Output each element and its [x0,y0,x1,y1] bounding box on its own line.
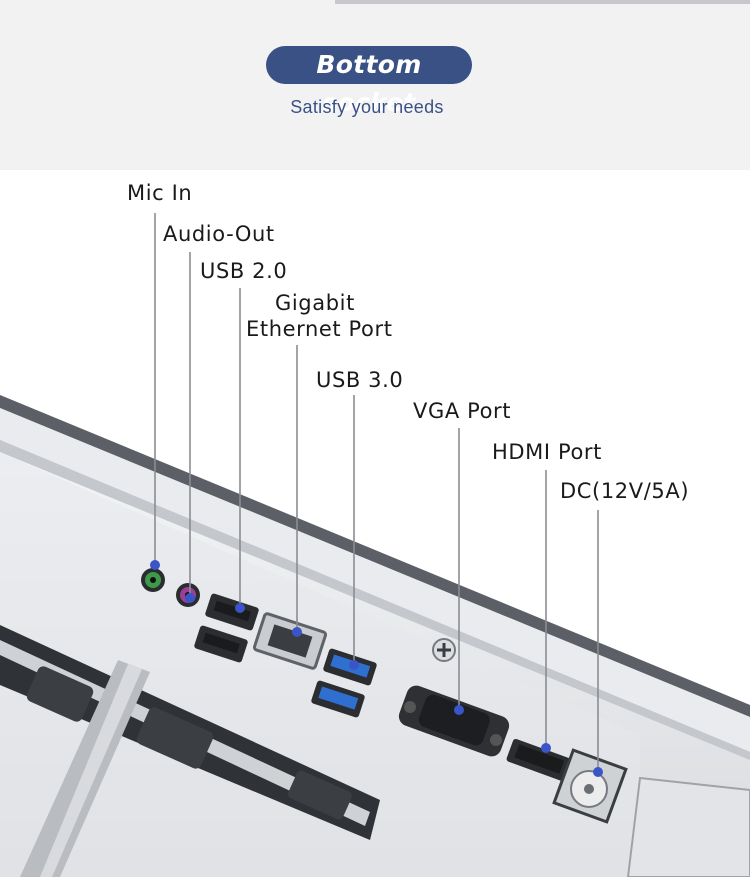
section-title-badge: Bottom socket [266,46,472,117]
callout-markers [150,560,603,777]
marker-vga [454,705,464,715]
header-banner: Bottom socket Satisfy your needs [0,0,750,170]
mic-in-jack [141,568,165,592]
label-mic-in: Mic In [127,181,193,205]
label-dc: DC(12V/5A) [560,479,690,503]
vga-port [398,685,510,757]
device-bottom-panel-illustration [0,213,750,877]
marker-audio-out [185,593,195,603]
ground-screw [432,638,456,662]
marker-hdmi [541,743,551,753]
callout-leaders [154,213,599,772]
stand-hinge [0,625,380,877]
label-usb3: USB 3.0 [316,368,404,392]
marker-mic-in [150,560,160,570]
label-ethernet-line2: Ethernet Port [246,317,393,341]
label-ethernet-line1: Gigabit [275,291,355,315]
marker-usb2 [235,603,245,613]
dc-power-socket [552,748,628,824]
marker-ethernet [292,627,302,637]
label-usb2: USB 2.0 [200,259,288,283]
marker-dc [593,767,603,777]
section-subtitle: Satisfy your needs [290,97,444,117]
usb2-ports [194,593,259,663]
hdmi-port [506,738,572,782]
label-hdmi: HDMI Port [492,440,602,464]
label-audio-out: Audio-Out [163,222,275,246]
marker-usb3 [349,660,359,670]
label-vga: VGA Port [413,399,512,423]
ethernet-port [252,612,328,670]
top-divider [335,0,750,4]
